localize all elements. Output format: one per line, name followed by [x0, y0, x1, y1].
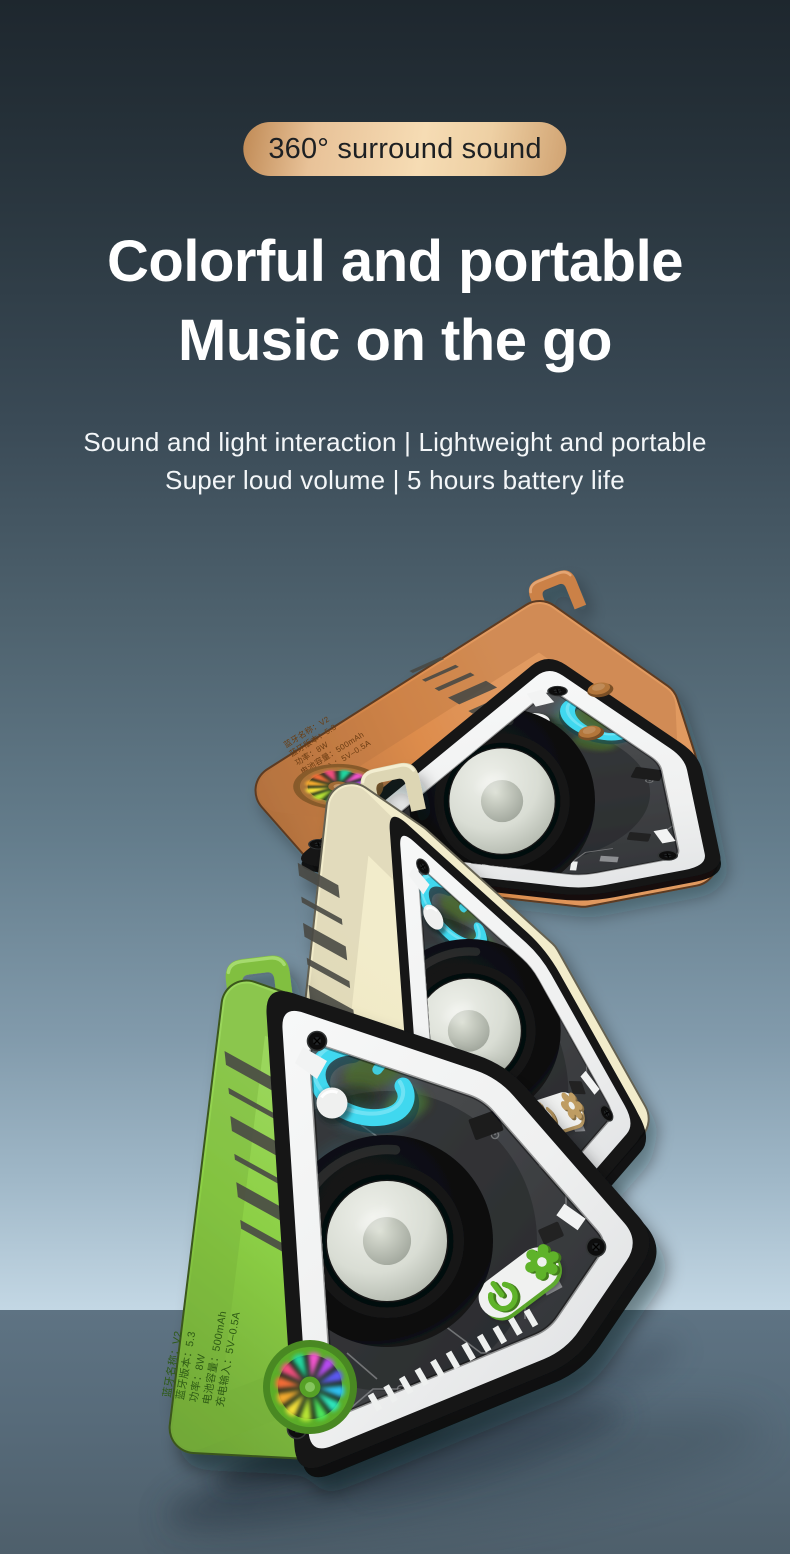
headline: Colorful and portable Music on the go — [0, 222, 790, 380]
feature-badge: 360° surround sound — [243, 122, 567, 176]
green-speaker-gear-icon — [525, 1244, 562, 1281]
green-speaker-speaker-driver — [310, 1135, 493, 1347]
green-speaker: 蓝牙名称：V2蓝牙版本：5.3功率：8W电池容量：500mAh充电输入：5V–0… — [160, 955, 657, 1478]
green-speaker-hatching — [224, 1050, 293, 1258]
cream-speaker-gear-icon — [560, 1092, 585, 1121]
green-speaker-power-icon — [488, 1280, 521, 1313]
orange-speaker-speaker-driver — [409, 708, 596, 895]
green-speaker-button-pill — [478, 1244, 564, 1322]
headline-line1: Colorful and portable — [107, 229, 683, 294]
subheadline-line2: Super loud volume | 5 hours battery life — [165, 465, 625, 495]
subheadline: Sound and light interaction | Lightweigh… — [0, 423, 790, 499]
green-speaker-led-fan — [263, 1340, 357, 1434]
cream-speaker-hatching — [297, 862, 358, 1053]
subheadline-line1: Sound and light interaction | Lightweigh… — [83, 427, 707, 457]
headline-line2: Music on the go — [178, 308, 612, 373]
